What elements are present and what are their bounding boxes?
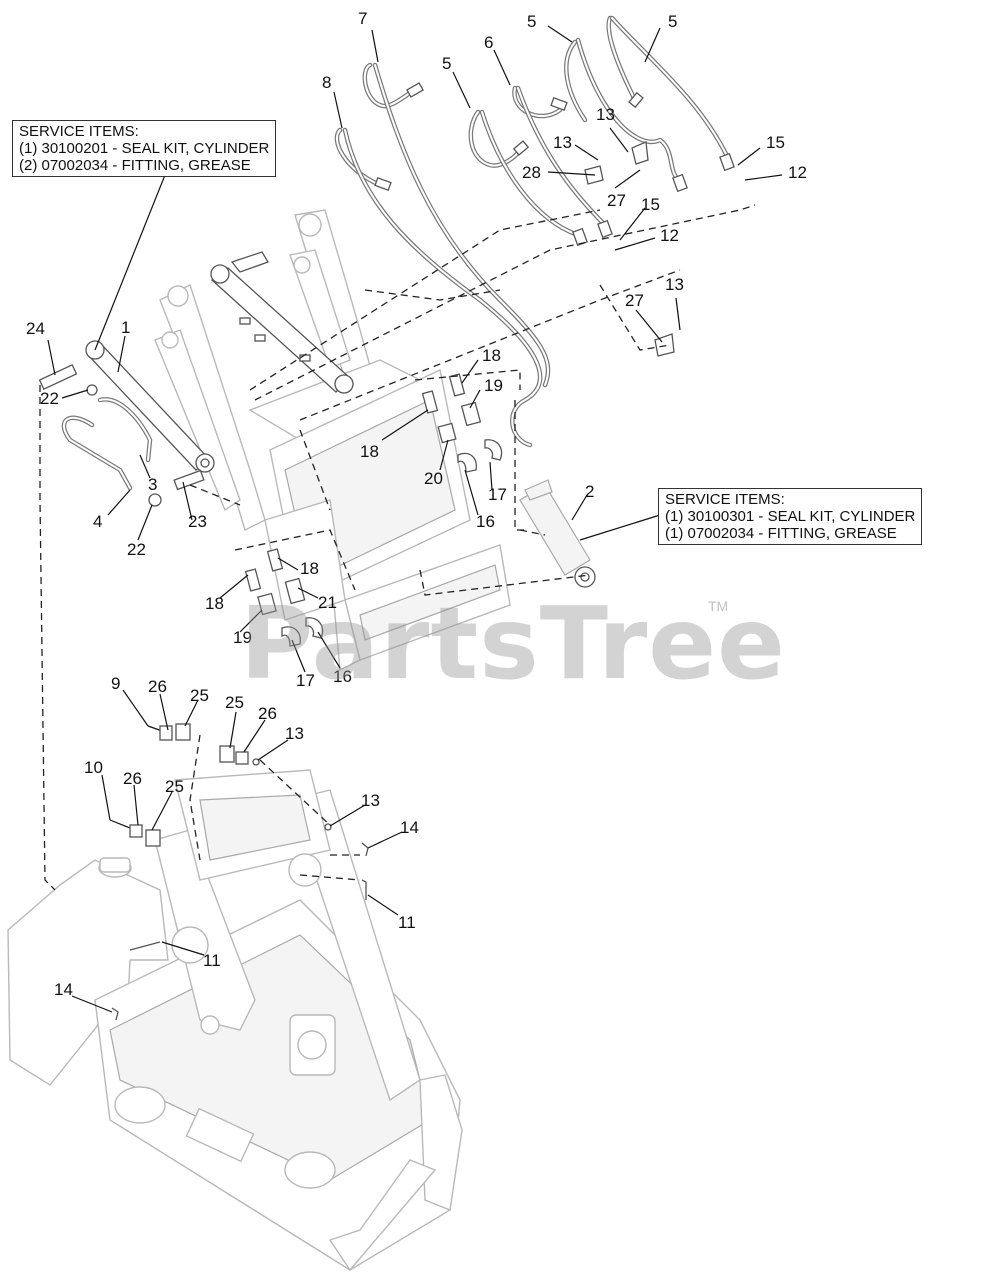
- callout-number: 15: [766, 133, 785, 152]
- hydraulic-hoses: [334, 15, 735, 448]
- callout-number: 20: [424, 469, 443, 488]
- callout-number: 2: [585, 482, 594, 501]
- callout-number: 8: [322, 73, 331, 92]
- callout-number: 12: [660, 226, 679, 245]
- callout-number: 18: [360, 442, 379, 461]
- upper-lift-cylinder: [210, 251, 354, 394]
- callout-number: 6: [484, 33, 493, 52]
- callout-number: 3: [148, 475, 157, 494]
- trademark-symbol: TM: [708, 598, 729, 614]
- callout-number: 13: [361, 791, 380, 810]
- fittings-lower: [244, 548, 324, 647]
- service-box-line: (2) 07002034 - FITTING, GREASE: [19, 157, 251, 174]
- callout-number: 5: [668, 12, 677, 31]
- callout-number: 14: [54, 980, 73, 999]
- callout-number: 13: [285, 724, 304, 743]
- partstree-watermark: PartsTree: [240, 585, 786, 702]
- callout-number: 12: [788, 163, 807, 182]
- callout-number: 25: [225, 693, 244, 712]
- callout-number: 11: [203, 951, 221, 970]
- callout-number: 17: [488, 485, 507, 504]
- callout-number: 10: [84, 758, 103, 777]
- callout-number: 26: [258, 704, 277, 723]
- callout-number: 13: [596, 105, 615, 124]
- callout-number: 18: [205, 594, 224, 613]
- callout-number: 16: [333, 667, 352, 686]
- callout-number: 15: [641, 195, 660, 214]
- callout-number: 13: [553, 133, 572, 152]
- service-box-line: (1) 30100201 - SEAL KIT, CYLINDER: [19, 140, 270, 157]
- service-box-heading: SERVICE ITEMS:: [665, 491, 785, 508]
- callout-numbers: 7 5 5 8 6 5 13 13 15 12 28 27 15 12 13 2…: [26, 9, 807, 999]
- lift-cylinder-1: [38, 340, 215, 507]
- assembly-dashed-lines: [39, 204, 756, 891]
- callout-number: 18: [300, 559, 319, 578]
- callout-number: 9: [111, 674, 120, 693]
- service-items-box-cylinder-1: SERVICE ITEMS: (1) 30100201 - SEAL KIT, …: [12, 120, 277, 177]
- callout-number: 1: [121, 318, 130, 337]
- service-box-heading: SERVICE ITEMS:: [19, 123, 139, 140]
- callout-number: 27: [607, 191, 626, 210]
- callout-number: 25: [165, 777, 184, 796]
- callout-number: 25: [190, 686, 209, 705]
- callout-number: 19: [484, 376, 503, 395]
- callout-number: 13: [665, 275, 684, 294]
- loader-arm-assembly: [154, 209, 511, 672]
- callout-number: 24: [26, 319, 45, 338]
- callout-number: 27: [625, 291, 644, 310]
- callout-number: 28: [522, 163, 541, 182]
- callout-number: 22: [40, 389, 59, 408]
- callout-number: 23: [188, 512, 207, 531]
- service-items-box-cylinder-2: SERVICE ITEMS: (1) 30100301 - SEAL KIT, …: [658, 488, 923, 545]
- callout-number: 17: [296, 671, 315, 690]
- callout-number: 26: [123, 769, 142, 788]
- callout-number: 5: [442, 54, 451, 73]
- callout-number: 21: [318, 593, 337, 612]
- chassis-frame: [7, 769, 463, 1272]
- callout-number: 11: [398, 913, 416, 932]
- chassis-hardware: [109, 723, 369, 1021]
- callout-number: 16: [476, 512, 495, 531]
- callout-number: 26: [148, 677, 167, 696]
- service-box-line: (1) 30100301 - SEAL KIT, CYLINDER: [665, 508, 916, 525]
- callout-number: 19: [233, 628, 252, 647]
- callout-number: 22: [127, 540, 146, 559]
- tilt-cylinder-2: [519, 479, 596, 588]
- callout-number: 5: [527, 12, 536, 31]
- leader-lines: [47, 25, 783, 1013]
- callout-number: 7: [358, 9, 367, 28]
- service-box-line: (1) 07002034 - FITTING, GREASE: [665, 525, 897, 542]
- callout-number: 4: [93, 512, 102, 531]
- callout-number: 18: [482, 346, 501, 365]
- callout-number: 14: [400, 818, 419, 837]
- fittings-upper: [421, 373, 503, 473]
